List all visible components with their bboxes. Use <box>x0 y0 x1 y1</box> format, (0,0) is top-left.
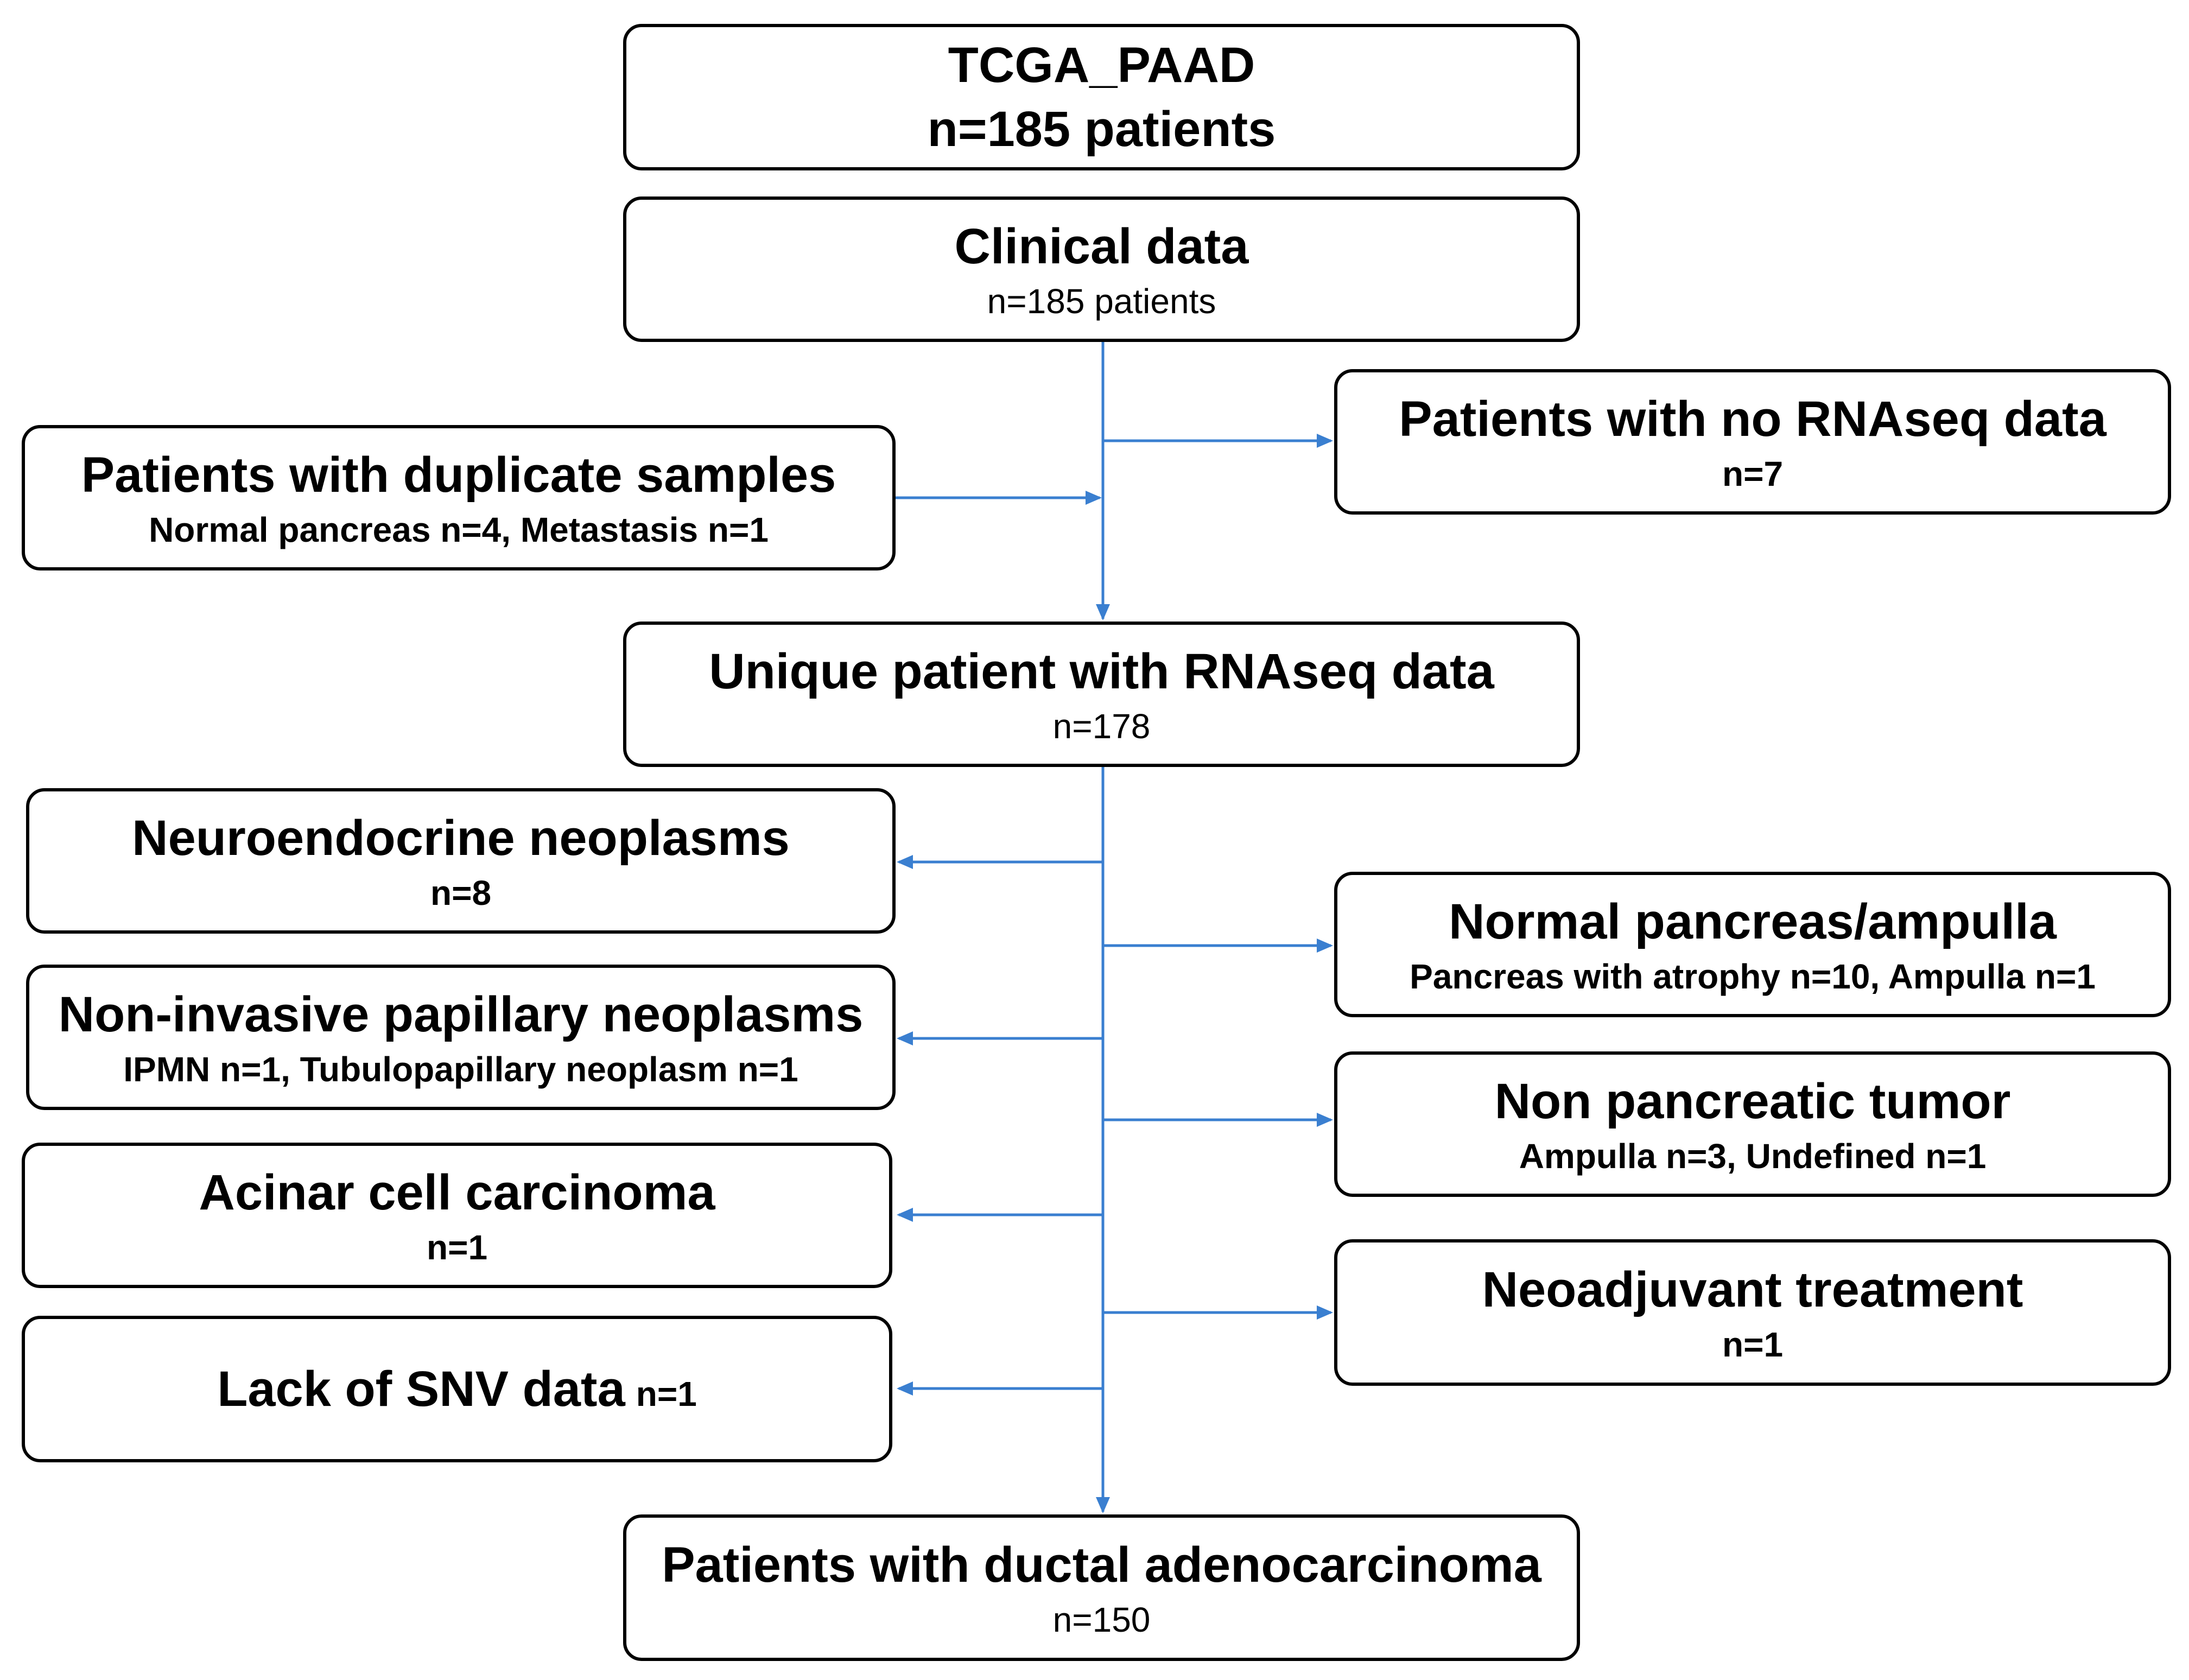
duplicate-arrowhead <box>1086 491 1102 505</box>
neuroendocrine-box: Neuroendocrine neoplasms n=8 <box>26 788 896 934</box>
normal-pancreas-arrowhead <box>1317 939 1333 953</box>
snv-box: Lack of SNV data n=1 <box>22 1316 892 1462</box>
clinical-data-title: Clinical data <box>954 219 1249 274</box>
non-invasive-detail: IPMN n=1, Tubulopapillary neoplasm n=1 <box>123 1050 798 1089</box>
acinar-arrowhead <box>897 1208 913 1222</box>
tcga-paad-box: TCGA_PAAD n=185 patients <box>623 24 1580 170</box>
tcga-paad-count: n=185 patients <box>927 102 1276 157</box>
duplicate-samples-box: Patients with duplicate samples Normal p… <box>22 425 896 570</box>
no-rnaseq-count: n=7 <box>1722 454 1784 493</box>
unique-patient-box: Unique patient with RNAseq data n=178 <box>623 622 1580 767</box>
normal-pancreas-box: Normal pancreas/ampulla Pancreas with at… <box>1334 872 2171 1017</box>
clinical-data-box: Clinical data n=185 patients <box>623 196 1580 342</box>
non-pancreatic-detail: Ampulla n=3, Undefined n=1 <box>1519 1137 1987 1176</box>
non-invasive-arrowhead <box>897 1031 913 1045</box>
ductal-adenocarcinoma-box: Patients with ductal adenocarcinoma n=15… <box>623 1514 1580 1661</box>
non-invasive-box: Non-invasive papillary neoplasms IPMN n=… <box>26 965 896 1110</box>
neuroendocrine-count: n=8 <box>430 873 492 912</box>
non-invasive-title: Non-invasive papillary neoplasms <box>58 987 864 1042</box>
non-pancreatic-title: Non pancreatic tumor <box>1494 1074 2011 1129</box>
tcga-paad-title: TCGA_PAAD <box>948 37 1255 93</box>
unique-patient-count: n=178 <box>1052 707 1151 746</box>
normal-pancreas-title: Normal pancreas/ampulla <box>1449 894 2057 949</box>
acinar-box: Acinar cell carcinoma n=1 <box>22 1143 892 1288</box>
ductal-adenocarcinoma-count: n=150 <box>1052 1600 1151 1639</box>
snv-title: Lack of SNV data <box>217 1361 625 1417</box>
no-rnaseq-arrowhead <box>1317 434 1333 448</box>
unique-patient-title: Unique patient with RNAseq data <box>709 644 1494 699</box>
neuroendocrine-title: Neuroendocrine neoplasms <box>132 810 790 866</box>
normal-pancreas-detail: Pancreas with atrophy n=10, Ampulla n=1 <box>1410 957 2096 996</box>
snv-row: Lack of SNV data n=1 <box>217 1357 697 1421</box>
duplicate-samples-detail: Normal pancreas n=4, Metastasis n=1 <box>149 510 769 549</box>
snv-count: n=1 <box>636 1374 697 1413</box>
non-pancreatic-arrowhead <box>1317 1113 1333 1127</box>
ductal-adenocarcinoma-title: Patients with ductal adenocarcinoma <box>662 1537 1541 1593</box>
neuroendocrine-arrowhead <box>897 855 913 869</box>
acinar-count: n=1 <box>426 1228 488 1267</box>
snv-arrowhead <box>897 1381 913 1396</box>
neoadjuvant-arrowhead <box>1317 1305 1333 1320</box>
unique-arrowhead <box>1096 604 1110 620</box>
acinar-title: Acinar cell carcinoma <box>199 1165 715 1220</box>
no-rnaseq-box: Patients with no RNAseq data n=7 <box>1334 369 2171 515</box>
neoadjuvant-box: Neoadjuvant treatment n=1 <box>1334 1239 2171 1386</box>
no-rnaseq-title: Patients with no RNAseq data <box>1399 391 2106 447</box>
clinical-data-count: n=185 patients <box>987 282 1216 321</box>
ductal-arrowhead <box>1096 1497 1110 1513</box>
non-pancreatic-box: Non pancreatic tumor Ampulla n=3, Undefi… <box>1334 1051 2171 1197</box>
neoadjuvant-count: n=1 <box>1722 1325 1784 1364</box>
neoadjuvant-title: Neoadjuvant treatment <box>1482 1262 2023 1317</box>
duplicate-samples-title: Patients with duplicate samples <box>81 447 836 503</box>
